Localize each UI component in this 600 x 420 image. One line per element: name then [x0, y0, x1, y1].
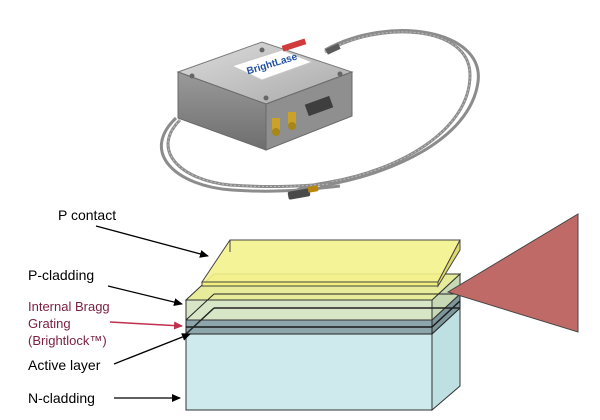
label-grating-line1: Internal Bragg [28, 299, 110, 314]
laser-module-photo: BrightLase [160, 29, 480, 200]
label-p-contact: P contact [58, 207, 116, 223]
label-grating-line3: (Brightlock™) [28, 333, 107, 348]
label-n-cladding: N-cladding [28, 390, 95, 406]
n-cladding-front [185, 333, 433, 411]
p-contact-ridge-front [201, 281, 439, 287]
laser-chip-diagram [184, 213, 579, 412]
sma-connectors [272, 112, 296, 136]
p-cladding-front [185, 299, 433, 321]
arrow-grating [109, 321, 183, 330]
label-grating-line2: Grating [28, 316, 71, 331]
arrow-p-cladding [107, 285, 183, 306]
label-p-cladding: P-cladding [28, 267, 94, 283]
layer-labels: P contact P-cladding Internal Bragg Grat… [28, 207, 209, 406]
fiber-connector [287, 185, 319, 200]
label-active-layer: Active layer [28, 357, 101, 373]
brand-label-sticker [230, 49, 314, 81]
arrow-active-layer [113, 333, 191, 365]
p-contact-ridge-top [201, 239, 461, 283]
dsub-connector [304, 95, 334, 117]
output-beam [446, 213, 579, 333]
arrow-p-contact [95, 225, 209, 258]
